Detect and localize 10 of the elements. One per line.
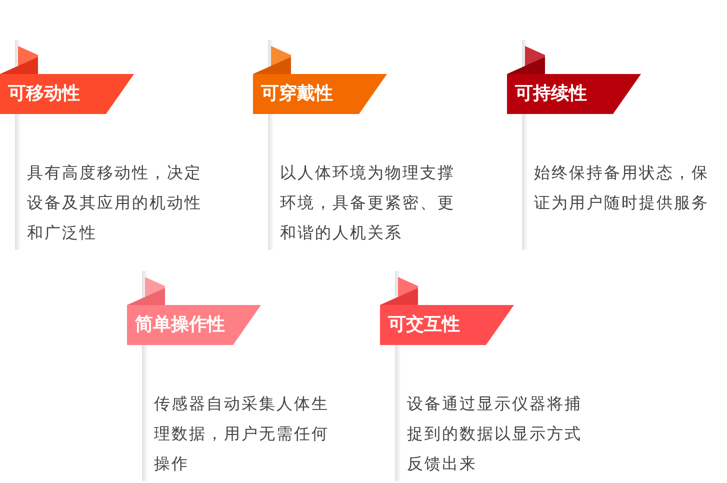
feature-description: 具有高度移动性，决定设备及其应用的机动性和广泛性 — [27, 162, 203, 244]
feature-description: 以人体环境为物理支撑环境，具备更紧密、更和谐的人机关系 — [280, 162, 456, 244]
feature-title: 可持续性 — [515, 82, 587, 106]
feature-title: 可交互性 — [388, 313, 460, 337]
feature-title: 简单操作性 — [135, 313, 225, 337]
feature-description: 始终保持备用状态，保证为用户随时提供服务 — [534, 162, 710, 214]
feature-title: 可穿戴性 — [261, 82, 333, 106]
feature-title: 可移动性 — [8, 82, 80, 106]
feature-description: 传感器自动采集人体生理数据，用户无需任何操作 — [154, 393, 330, 475]
feature-description: 设备通过显示仪器将捕捉到的数据以显示方式反馈出来 — [407, 393, 583, 475]
